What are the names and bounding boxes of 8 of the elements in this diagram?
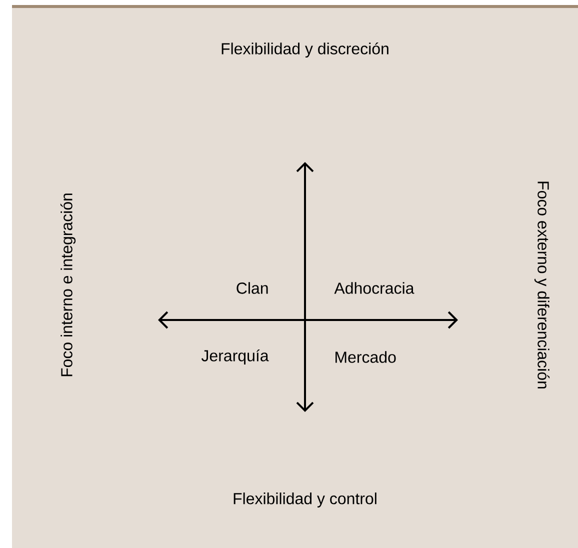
quadrant-label: Jerarquía bbox=[201, 349, 269, 365]
axis-label: Flexibilidad y discreción bbox=[222, 42, 388, 58]
axis-label: Foco externo y diferenciación bbox=[534, 182, 550, 388]
axis-label: Flexibilidad y control bbox=[234, 492, 376, 508]
axis-label: Foco interno e integración bbox=[60, 194, 76, 376]
quadrant-label: Mercado bbox=[336, 351, 396, 363]
quadrant-label: Clan bbox=[236, 282, 268, 294]
quadrant-label: Adhocracia bbox=[334, 282, 414, 294]
